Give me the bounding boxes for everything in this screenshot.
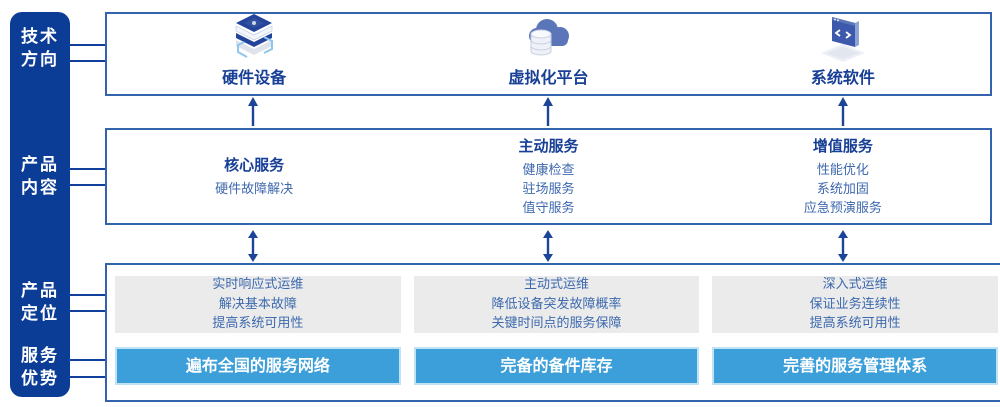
tech-direction-box: 硬件设备 虚拟化平台 (105, 12, 992, 96)
bottom-column-proactive: 主动式运维 降低设备突发故障概率 关键时间点的服务保障 完备的备件库存 (413, 276, 700, 389)
service-item: 驻场服务 (522, 182, 575, 197)
service-title: 主动服务 (518, 137, 579, 155)
positioning-line: 实时响应式运维 (212, 277, 304, 293)
positioning-panel: 深入式运维 保证业务连续性 提高系统可用性 (712, 276, 999, 333)
service-column-value-added: 增值服务 性能优化 系统加固 应急预演服务 (696, 130, 990, 223)
positioning-advantage-box: 实时响应式运维 解决基本故障 提高系统可用性 遍布全国的服务网络 主动式运维 降… (105, 263, 1000, 402)
service-item: 应急预演服务 (803, 201, 882, 216)
sidebar-label-line: 服务 (21, 346, 59, 366)
connector-line (68, 310, 107, 312)
service-column-core: 核心服务 硬件故障解决 (107, 130, 401, 223)
sidebar-item-tech-direction: 技术 方向 (10, 26, 70, 72)
tech-item-label: 虚拟化平台 (508, 68, 589, 87)
bottom-column-realtime: 实时响应式运维 解决基本故障 提高系统可用性 遍布全国的服务网络 (115, 276, 401, 389)
advantage-bar: 完备的备件库存 (413, 347, 700, 385)
sidebar-item-product-positioning: 产品 定位 (10, 280, 70, 326)
up-arrow (838, 97, 848, 126)
sidebar-label-line: 产品 (21, 155, 59, 175)
connector-line (68, 376, 107, 378)
sidebar: 技术 方向 产品 内容 产品 定位 服务 优势 (10, 12, 70, 397)
service-item: 硬件故障解决 (215, 182, 294, 197)
connector-line (68, 44, 107, 46)
positioning-line: 深入式运维 (822, 277, 888, 293)
product-content-box: 核心服务 硬件故障解决 主动服务 健康检查 驻场服务 值守服务 增值服务 性能优… (105, 128, 992, 225)
service-column-proactive: 主动服务 健康检查 驻场服务 值守服务 (401, 130, 695, 223)
advantage-bar: 遍布全国的服务网络 (115, 347, 401, 385)
bottom-column-indepth: 深入式运维 保证业务连续性 提高系统可用性 完善的服务管理体系 (712, 276, 999, 389)
connector-line (68, 168, 107, 170)
positioning-panel: 实时响应式运维 解决基本故障 提高系统可用性 (115, 276, 401, 333)
sidebar-item-service-advantage: 服务 优势 (10, 345, 70, 391)
up-arrow (543, 97, 553, 126)
service-item: 系统加固 (816, 182, 869, 197)
positioning-line: 关键时间点的服务保障 (491, 316, 622, 332)
service-item: 值守服务 (522, 201, 575, 216)
tech-item-system-software: 系统软件 (696, 14, 990, 94)
sidebar-label-line: 技术 (21, 27, 59, 47)
sidebar-label-line: 优势 (21, 369, 59, 389)
tech-item-label: 硬件设备 (222, 68, 287, 87)
sidebar-label-line: 内容 (21, 178, 59, 198)
tech-item-label: 系统软件 (810, 68, 875, 87)
advantage-bar: 完善的服务管理体系 (712, 347, 999, 385)
connector-line (68, 184, 107, 186)
positioning-line: 主动式运维 (524, 277, 590, 293)
sidebar-label-line: 方向 (21, 50, 59, 70)
sidebar-label-line: 定位 (21, 304, 59, 324)
up-arrow (248, 97, 258, 126)
positioning-line: 提高系统可用性 (809, 316, 901, 332)
sidebar-item-product-content: 产品 内容 (10, 154, 70, 200)
positioning-line: 解决基本故障 (218, 296, 297, 312)
sidebar-label-line: 产品 (21, 281, 59, 301)
tech-item-hardware: 硬件设备 (107, 14, 401, 94)
connector-line (68, 294, 107, 296)
cloud-database-icon (520, 13, 576, 63)
service-item: 健康检查 (522, 163, 575, 178)
positioning-line: 保证业务连续性 (809, 296, 901, 312)
positioning-line: 提高系统可用性 (212, 316, 304, 332)
server-stack-icon (226, 13, 282, 63)
tech-item-virtualization: 虚拟化平台 (401, 14, 695, 94)
double-arrow (543, 230, 553, 262)
double-arrow (838, 230, 848, 262)
connector-line (68, 359, 107, 361)
positioning-line: 降低设备突发故障概率 (491, 296, 622, 312)
service-title: 增值服务 (812, 137, 873, 155)
service-item: 性能优化 (816, 163, 869, 178)
connector-line (68, 60, 107, 62)
positioning-panel: 主动式运维 降低设备突发故障概率 关键时间点的服务保障 (413, 276, 700, 333)
system-software-icon (815, 13, 871, 63)
double-arrow (248, 230, 258, 262)
service-title: 核心服务 (224, 156, 285, 174)
